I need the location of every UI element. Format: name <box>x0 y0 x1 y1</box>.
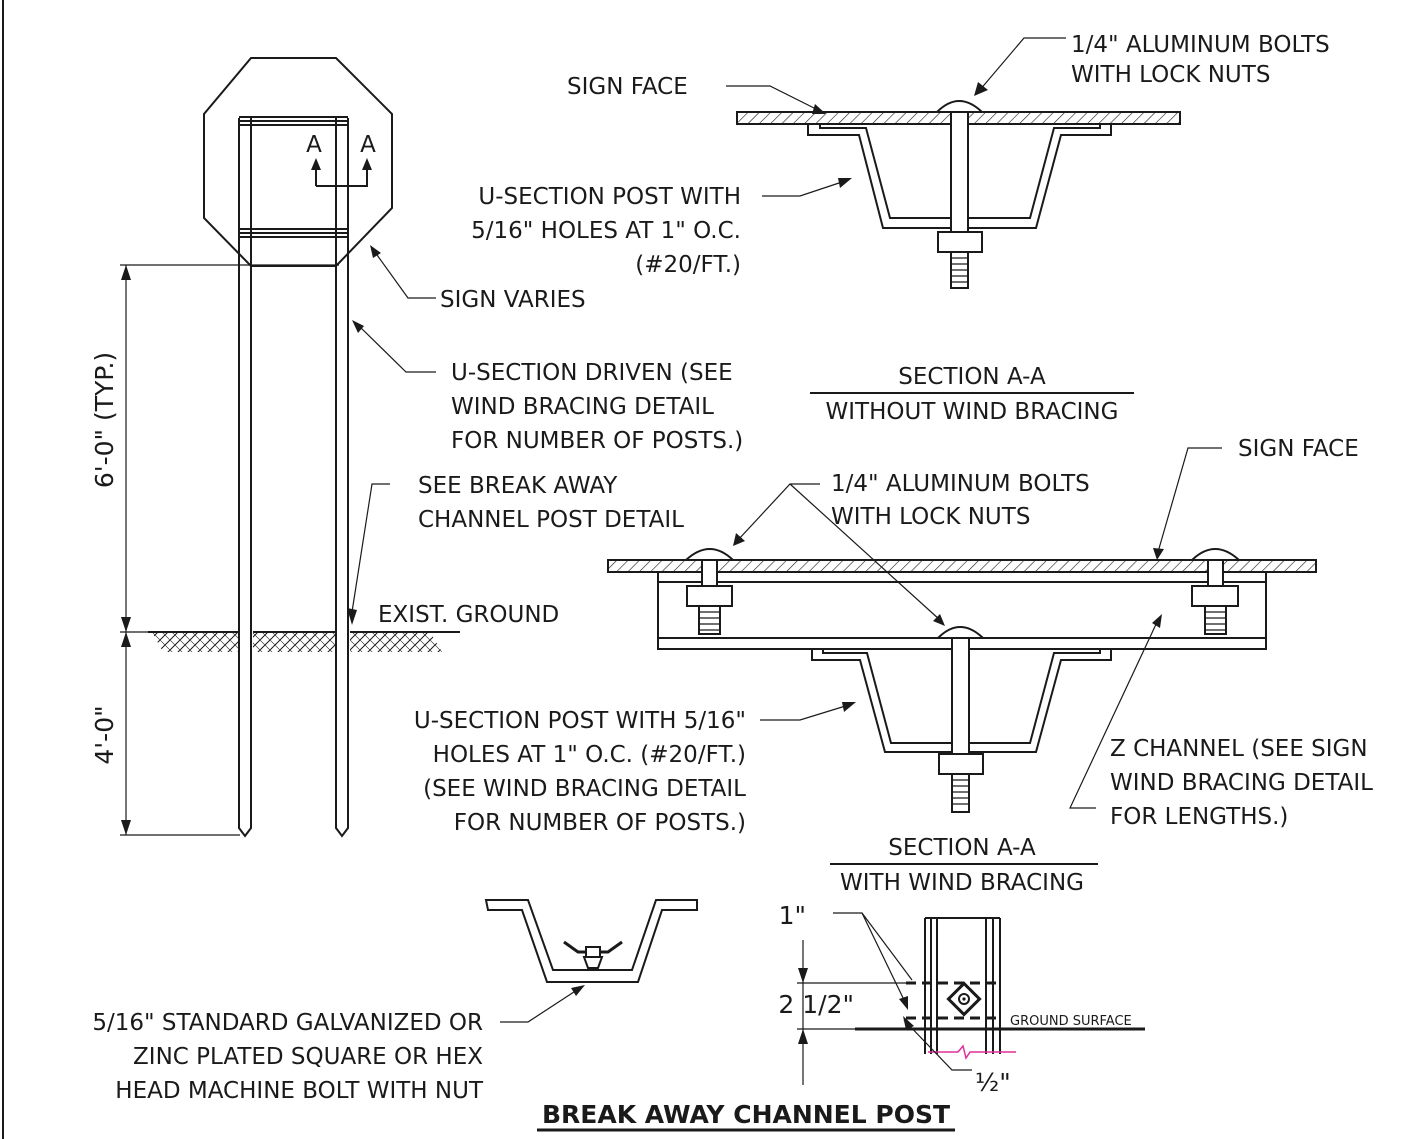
breakaway-dimensions: 1" 2 1/2" ½" <box>778 901 1010 1097</box>
caption-1-line-2: WITHOUT WIND BRACING <box>826 399 1119 425</box>
post-2-line-2: HOLES AT 1" O.C. (#20/FT.) <box>433 742 746 768</box>
leader-post-2 <box>760 703 853 721</box>
dim-mid: 2 1/2" <box>778 990 854 1019</box>
u-channel-profile-2 <box>811 648 1112 753</box>
caption-1-line-1: SECTION A-A <box>898 364 1046 390</box>
caption-2-line-1: SECTION A-A <box>888 835 1036 861</box>
callout-breakaway-detail: SEE BREAK AWAY CHANNEL POST DETAIL <box>347 473 684 625</box>
height-dimension: 6'-0" (TYP.) 4'-0" <box>90 264 339 836</box>
u-section-post-left <box>238 118 252 838</box>
bolt-note-line-2: ZINC PLATED SQUARE OR HEX <box>133 1044 483 1070</box>
post-1-line-3: (#20/FT.) <box>635 252 741 278</box>
bolt-note-line-3: HEAD MACHINE BOLT WITH NUT <box>115 1078 484 1104</box>
z-channel-top <box>239 116 348 126</box>
z-channel-line-1: Z CHANNEL (SEE SIGN <box>1110 736 1368 762</box>
post-1-line-2: 5/16" HOLES AT 1" O.C. <box>471 218 741 244</box>
bolts-2-line-2: WITH LOCK NUTS <box>831 504 1030 530</box>
z-channel-line-2: WIND BRACING DETAIL <box>1110 770 1373 796</box>
breakaway-detail: 5/16" STANDARD GALVANIZED OR ZINC PLATED… <box>92 899 1145 1132</box>
section-with-bracing: SIGN FACE 1/4" ALUMINUM BOLTS WITH LOCK … <box>414 436 1373 896</box>
breakaway-title: BREAK AWAY CHANNEL POST <box>542 1100 950 1129</box>
sign-face-label-1: SIGN FACE <box>567 74 688 100</box>
u-section-post-right <box>335 118 349 838</box>
driven-line-3: FOR NUMBER OF POSTS.) <box>451 428 743 454</box>
bolts-1-line-1: 1/4" ALUMINUM BOLTS <box>1071 32 1330 58</box>
leader-z-channel <box>1069 619 1159 809</box>
section-without-bracing: SIGN FACE 1/4" ALUMINUM BOLTS WITH LOCK … <box>471 32 1330 425</box>
post-2-line-1: U-SECTION POST WITH 5/16" <box>414 708 746 734</box>
sign-elevation: A A 6'-0" (TYP.) 4'-0" <box>90 57 743 838</box>
post-2-line-4: FOR NUMBER OF POSTS.) <box>454 810 746 836</box>
bolt-center <box>935 626 986 813</box>
leader-breakaway-bolt <box>500 987 581 1023</box>
callout-u-section-driven: U-SECTION DRIVEN (SEE WIND BRACING DETAI… <box>352 320 743 454</box>
breakaway-bolt <box>563 940 623 969</box>
z-channel-bottom <box>239 228 348 238</box>
section-mark-right: A <box>360 132 376 158</box>
bolts-1-line-2: WITH LOCK NUTS <box>1071 62 1270 88</box>
section-mark-left: A <box>306 132 322 158</box>
dim-lower: 4'-0" <box>90 705 119 764</box>
breakaway-channel-profile <box>484 899 698 983</box>
sign-octagon <box>203 57 393 267</box>
leader-post-1 <box>762 179 849 197</box>
bolt-left <box>683 548 736 635</box>
bolt-assembly <box>934 100 985 289</box>
exist-ground-label: EXIST. GROUND <box>378 602 559 628</box>
u-channel-profile <box>807 123 1112 229</box>
existing-ground <box>148 630 460 654</box>
bolt-right <box>1189 548 1242 635</box>
breakaway-splice-elevation: GROUND SURFACE <box>855 917 1145 1060</box>
caption-2-line-2: WITH WIND BRACING <box>840 870 1084 896</box>
ground-surface-label: GROUND SURFACE <box>1010 1014 1132 1029</box>
leader-sign-face <box>726 85 819 111</box>
breakaway-line-1: SEE BREAK AWAY <box>418 473 618 499</box>
section-cut-marker: A A <box>306 132 376 187</box>
post-2-line-3: (SEE WIND BRACING DETAIL <box>423 776 746 802</box>
sign-varies-label: SIGN VARIES <box>440 287 586 313</box>
leader-bolts-2a <box>737 483 820 541</box>
leader-bolts-2b <box>789 483 941 621</box>
dim-upper: 6'-0" (TYP.) <box>90 352 119 488</box>
sign-face-label-2: SIGN FACE <box>1238 436 1359 462</box>
leader-bolts-1 <box>978 37 1066 92</box>
leader-sign-face-2 <box>1157 447 1222 553</box>
driven-line-2: WIND BRACING DETAIL <box>451 394 714 420</box>
dim-bottom: ½" <box>975 1068 1011 1097</box>
driven-line-1: U-SECTION DRIVEN (SEE <box>451 360 733 386</box>
bolt-note-line-1: 5/16" STANDARD GALVANIZED OR <box>92 1010 483 1036</box>
z-channel-line-3: FOR LENGTHS.) <box>1110 804 1288 830</box>
dim-top: 1" <box>779 901 806 930</box>
breakaway-line-2: CHANNEL POST DETAIL <box>418 507 684 533</box>
callout-sign-varies: SIGN VARIES <box>370 245 586 313</box>
bolts-2-line-1: 1/4" ALUMINUM BOLTS <box>831 471 1090 497</box>
break-line <box>928 1044 1016 1060</box>
post-1-line-1: U-SECTION POST WITH <box>478 184 741 210</box>
